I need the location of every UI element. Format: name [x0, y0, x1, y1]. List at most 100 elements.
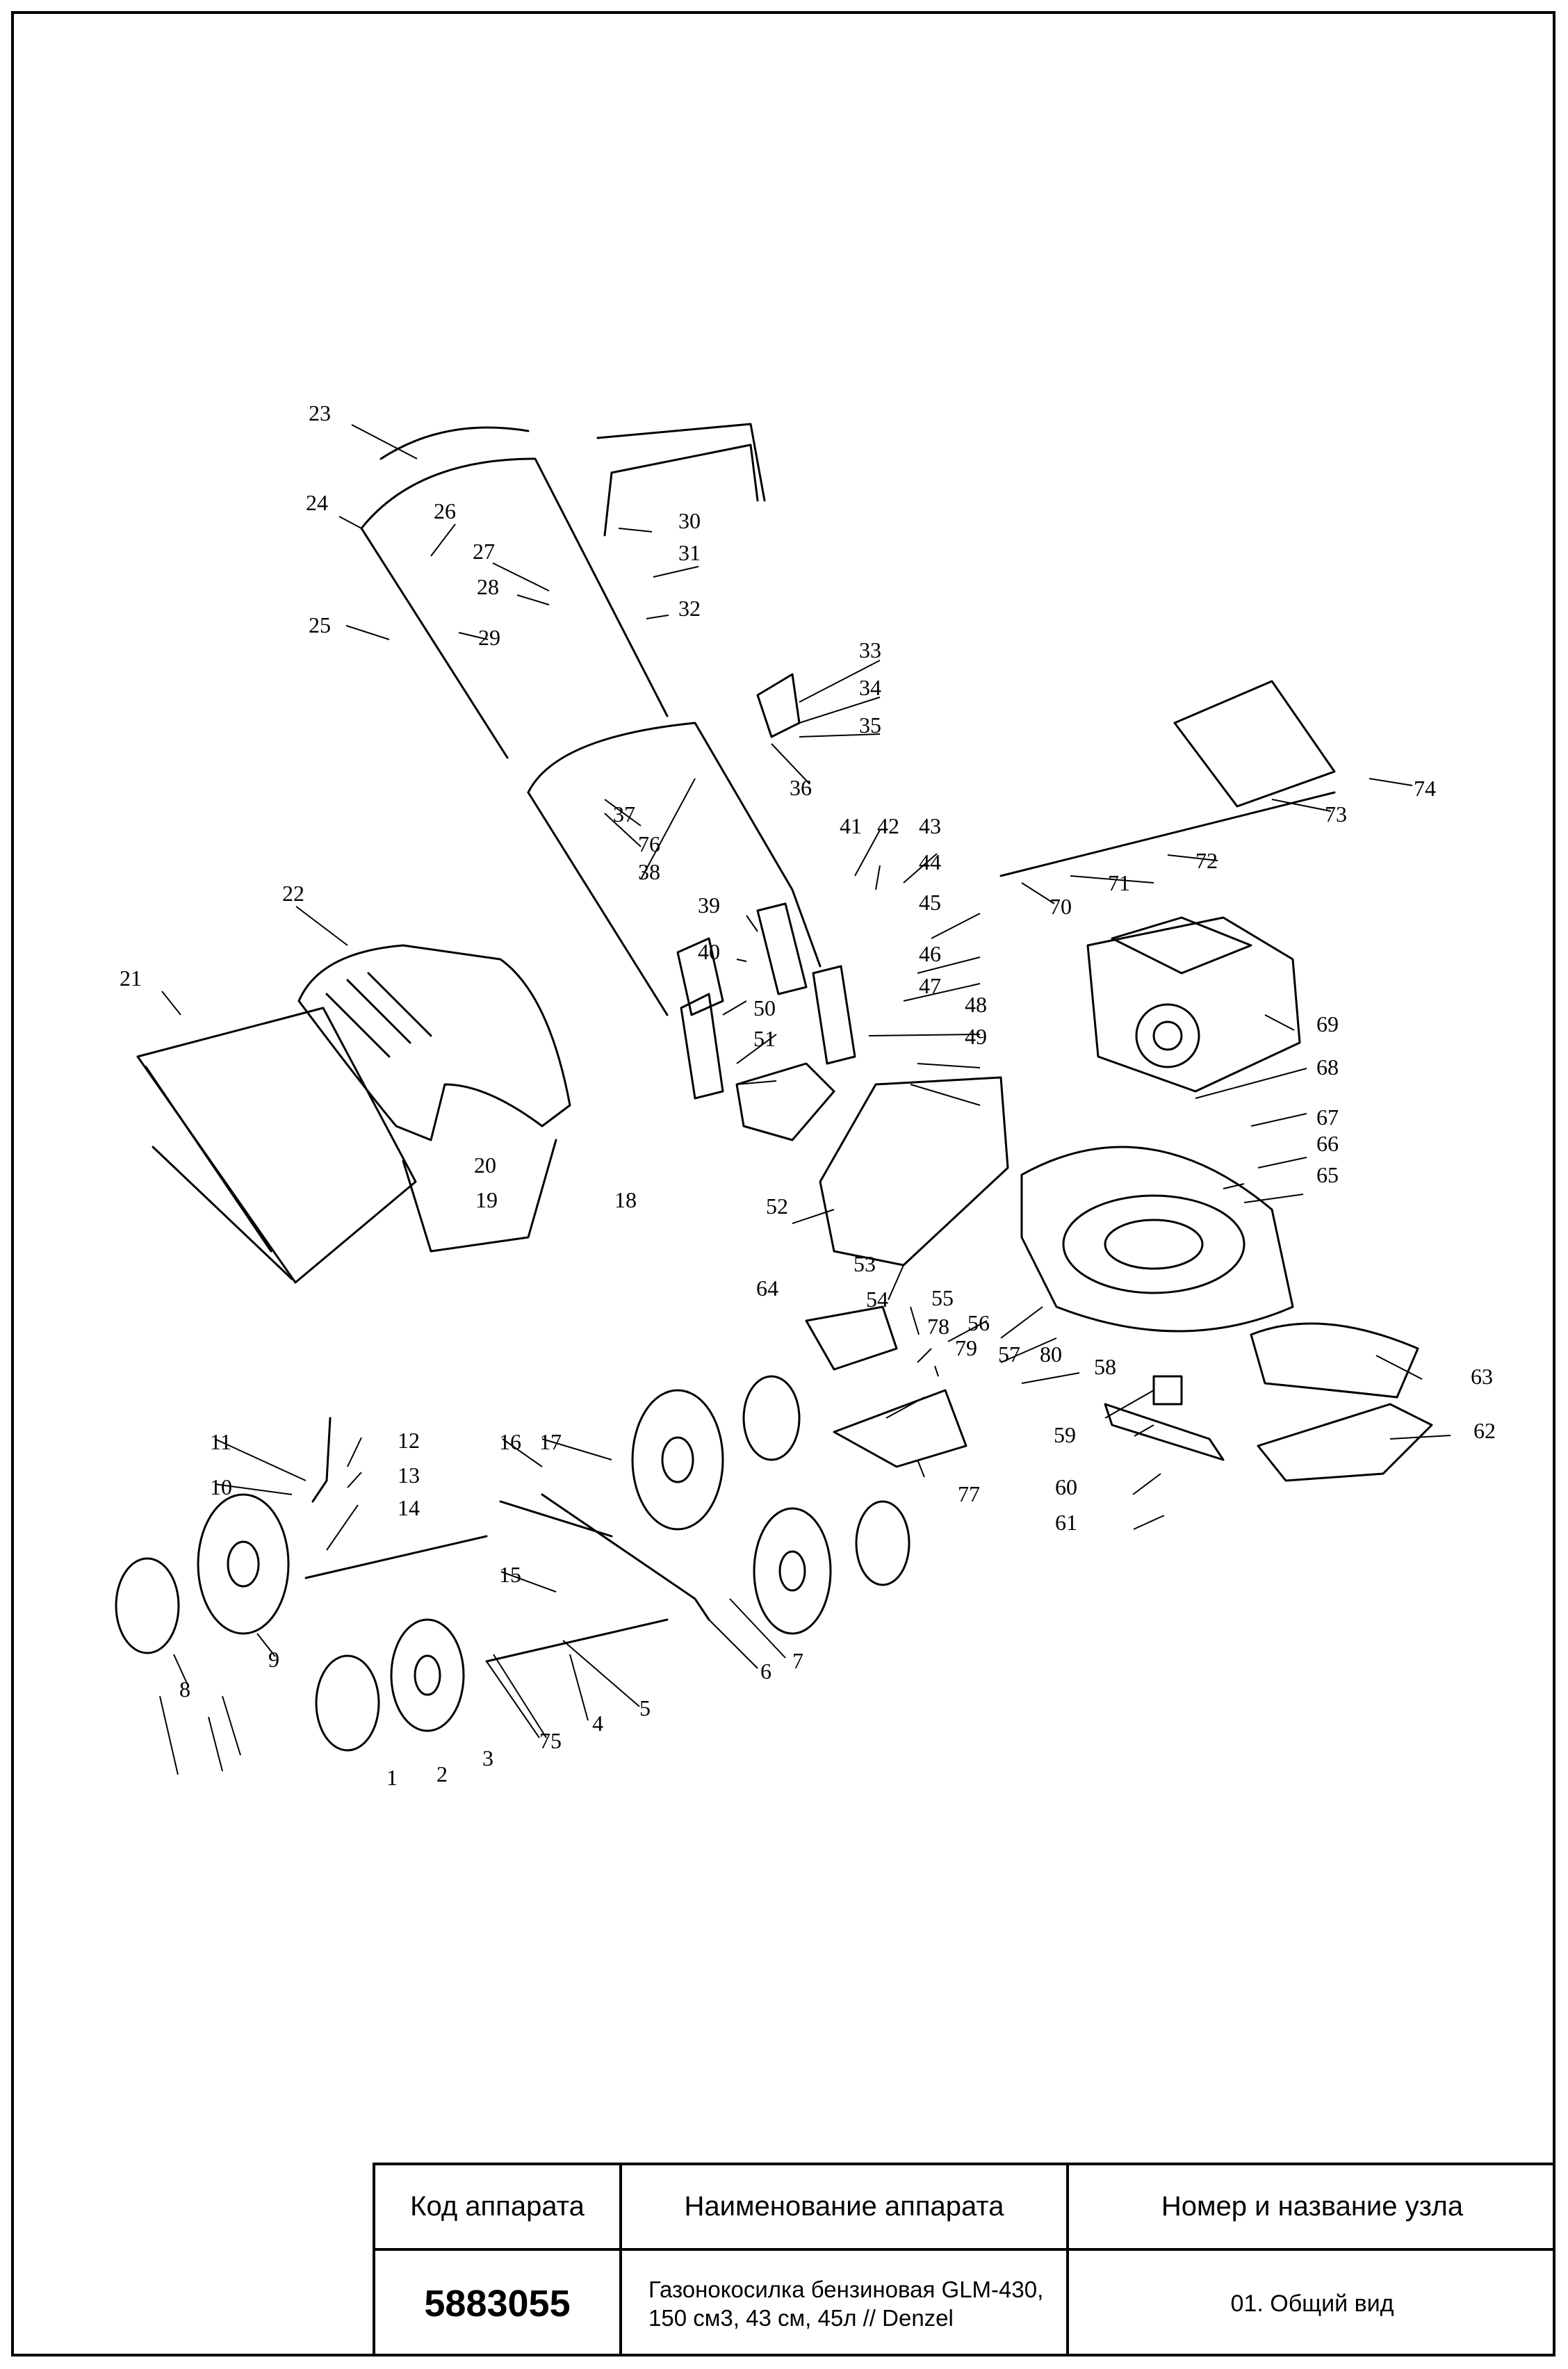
callout-2: 2: [436, 1761, 448, 1786]
callout-51: 51: [753, 1026, 776, 1051]
title-block-header: Код аппарата Наименование аппарата Номер…: [375, 2165, 1555, 2251]
callout-6: 6: [760, 1659, 771, 1684]
rear-flap: [833, 1389, 967, 1468]
callout-73: 73: [1325, 801, 1347, 827]
callout-10: 10: [210, 1474, 232, 1499]
callout-46: 46: [919, 941, 941, 966]
header-name: Наименование аппарата: [622, 2165, 1069, 2248]
callout-59: 59: [1054, 1422, 1076, 1447]
callout-74: 74: [1414, 776, 1436, 801]
callout-21: 21: [120, 966, 142, 991]
header-code: Код аппарата: [375, 2165, 622, 2248]
callout-18: 18: [614, 1187, 637, 1212]
blade-adapter: [1152, 1375, 1183, 1406]
callout-25: 25: [309, 612, 331, 637]
callout-47: 47: [919, 973, 941, 998]
callout-20: 20: [474, 1153, 496, 1178]
grass-bag: [136, 1007, 417, 1284]
upper-handle: [360, 423, 766, 759]
drawing-frame: [11, 11, 1555, 2356]
callout-36: 36: [790, 775, 812, 800]
callout-29: 29: [478, 625, 500, 650]
callout-67: 67: [1316, 1105, 1339, 1130]
callout-61: 61: [1055, 1510, 1077, 1535]
callout-1: 1: [386, 1765, 398, 1790]
callout-72: 72: [1195, 848, 1218, 873]
callout-45: 45: [919, 890, 941, 915]
header-node: Номер и название узла: [1161, 2191, 1464, 2222]
callout-5: 5: [639, 1695, 651, 1720]
callout-38: 38: [638, 859, 660, 884]
callout-76: 76: [638, 831, 660, 856]
rear-housing: [819, 1076, 1009, 1267]
title-block: Код аппарата Наименование аппарата Номер…: [373, 2163, 1555, 2356]
callout-69: 69: [1316, 1011, 1339, 1036]
callout-65: 65: [1316, 1162, 1339, 1187]
callout-52: 52: [766, 1194, 788, 1219]
catcher-wire: [402, 1139, 557, 1253]
catcher-frame: [297, 944, 571, 1141]
callout-14: 14: [398, 1495, 420, 1520]
lower-handle: [527, 722, 822, 1016]
callout-15: 15: [499, 1562, 521, 1587]
callout-32: 32: [678, 596, 701, 621]
callout-34: 34: [859, 675, 881, 700]
callout-53: 53: [854, 1251, 876, 1276]
height-lever: [311, 1417, 332, 1503]
callout-39: 39: [698, 893, 720, 918]
mulch-plug: [1250, 1322, 1419, 1399]
axles: [304, 1493, 710, 1663]
callout-3: 3: [482, 1745, 493, 1770]
callout-8: 8: [179, 1677, 190, 1702]
callout-57: 57: [998, 1342, 1020, 1367]
callout-37: 37: [613, 801, 635, 827]
callout-75: 75: [539, 1728, 562, 1753]
throttle-lever: [756, 673, 801, 738]
callout-4: 4: [592, 1711, 603, 1736]
callout-71: 71: [1108, 870, 1130, 895]
handle-brackets: [676, 902, 856, 1100]
callout-31: 31: [678, 540, 701, 565]
callout-9: 9: [268, 1647, 279, 1672]
deflector: [735, 1062, 835, 1141]
callout-27: 27: [473, 539, 495, 564]
callout-49: 49: [965, 1024, 987, 1049]
callout-63: 63: [1471, 1364, 1493, 1389]
engine-cover: [1173, 680, 1336, 808]
callout-24: 24: [306, 490, 328, 515]
callout-28: 28: [477, 574, 499, 599]
callout-33: 33: [859, 637, 881, 662]
callout-80: 80: [1040, 1342, 1062, 1367]
callout-68: 68: [1316, 1055, 1339, 1080]
callout-23: 23: [309, 400, 331, 425]
node-name: 01. Общий вид: [1230, 2290, 1394, 2317]
callout-60: 60: [1055, 1474, 1077, 1499]
callout-50: 50: [753, 995, 776, 1020]
device-name: Газонокосилка бензиновая GLM-430, 150 см…: [622, 2251, 1069, 2356]
blade: [1104, 1403, 1225, 1461]
bail: [603, 443, 759, 537]
side-discharge: [1257, 1403, 1433, 1482]
callout-62: 62: [1473, 1418, 1496, 1443]
callout-54: 54: [866, 1287, 888, 1312]
callout-16: 16: [499, 1429, 521, 1454]
callout-48: 48: [965, 992, 987, 1017]
wheels: [115, 1375, 910, 1752]
callout-64: 64: [756, 1276, 778, 1301]
callout-22: 22: [282, 881, 304, 906]
callout-78: 78: [927, 1314, 949, 1339]
callout-13: 13: [398, 1463, 420, 1488]
callout-55: 55: [931, 1285, 954, 1310]
callout-35: 35: [859, 713, 881, 738]
callout-42: 42: [877, 813, 899, 838]
callout-12: 12: [398, 1428, 420, 1453]
callout-56: 56: [967, 1310, 990, 1335]
callout-66: 66: [1316, 1131, 1339, 1156]
callout-70: 70: [1050, 894, 1072, 919]
hinge-cover: [805, 1305, 898, 1371]
callout-43: 43: [919, 813, 941, 838]
callout-77: 77: [958, 1481, 980, 1506]
engine: [1086, 916, 1301, 1093]
throttle-rod: [999, 791, 1336, 877]
callout-44: 44: [919, 849, 941, 874]
